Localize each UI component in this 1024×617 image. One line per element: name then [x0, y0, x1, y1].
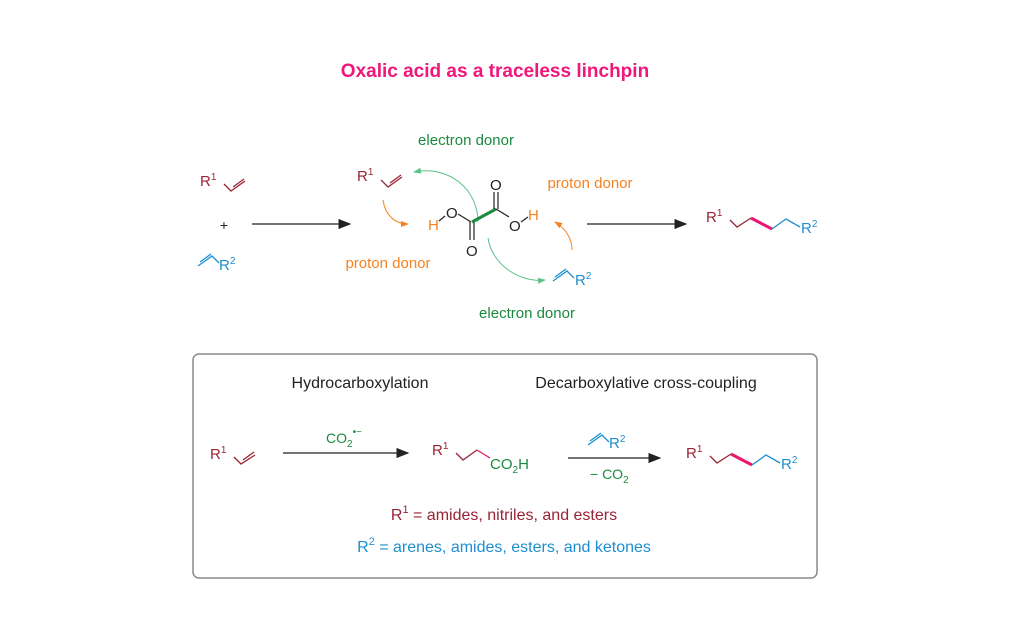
reactant-alkene-r2: R2: [197, 253, 236, 274]
carboxylic-acid-intermediate: R1 CO2H: [432, 441, 529, 476]
label-electron-donor-bottom: electron donor: [479, 305, 575, 322]
svg-text:O: O: [446, 205, 458, 222]
svg-text:O: O: [509, 218, 521, 235]
reagent-alkene-r2: R2: [587, 432, 626, 452]
svg-text:R2: R2: [575, 271, 592, 289]
alkene-r2-cycle: R2: [552, 268, 592, 289]
svg-text:H: H: [428, 217, 439, 234]
heading-decarboxylative-cross-coupling: Decarboxylative cross-coupling: [535, 375, 756, 392]
svg-text:R2: R2: [781, 455, 798, 473]
proton-transfer-arrow-right: [554, 221, 573, 251]
svg-text:R2: R2: [609, 434, 626, 452]
svg-text:R1: R1: [357, 167, 374, 185]
label-proton-donor-right: proton donor: [547, 175, 632, 192]
heading-hydrocarboxylation: Hydrocarboxylation: [292, 375, 429, 392]
reactant-alkene-r1: R1: [200, 172, 246, 192]
svg-text:R1: R1: [200, 172, 217, 190]
svg-text:R2: R2: [219, 256, 236, 274]
box-start-alkene: R1: [210, 445, 256, 465]
svg-text:H: H: [528, 207, 539, 224]
legend-r2: R2 = arenes, amides, esters, and ketones: [357, 536, 651, 556]
svg-text:R2: R2: [801, 219, 818, 237]
svg-text:R1: R1: [686, 444, 703, 462]
svg-text:CO2H: CO2H: [490, 456, 529, 476]
electron-transfer-arrow-top: [413, 167, 479, 223]
electron-transfer-arrow-bottom: [487, 237, 546, 284]
svg-text:R1: R1: [432, 441, 449, 459]
label-proton-donor-left: proton donor: [345, 255, 430, 272]
figure-title: Oxalic acid as a traceless linchpin: [341, 61, 649, 82]
legend-r1: R1 = amides, nitriles, and esters: [391, 504, 617, 524]
label-electron-donor-top: electron donor: [418, 132, 514, 149]
summary-box: [192, 353, 818, 579]
svg-text:O: O: [490, 177, 502, 194]
svg-text:R1: R1: [706, 208, 723, 226]
reagent-co2-radical-anion: CO2•−: [326, 427, 362, 450]
product-top: R1 R2: [706, 208, 818, 237]
box-product: R1 R2: [686, 444, 798, 473]
plus-sign: +: [220, 217, 228, 233]
svg-text:R1: R1: [210, 445, 227, 463]
byproduct-co2: − CO2: [590, 466, 629, 486]
oxalic-acid-structure: H O O O O H: [428, 177, 539, 260]
alkene-r1-cycle: R1: [357, 167, 403, 188]
proton-transfer-arrow-left: [382, 199, 409, 227]
svg-text:O: O: [466, 243, 478, 260]
